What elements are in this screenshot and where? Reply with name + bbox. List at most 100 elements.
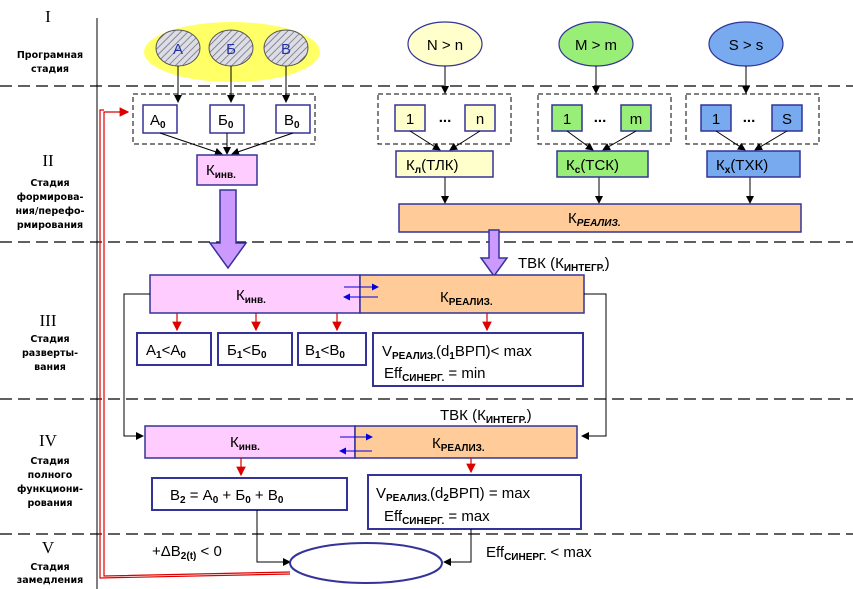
svg-text:IV: IV [39,431,58,450]
svg-text:V: V [42,538,55,557]
svg-text:разверты-: разверты- [22,348,78,359]
svg-text:Кл(ТЛК): Кл(ТЛК) [406,157,459,176]
svg-text:вания: вания [34,362,66,373]
svg-text:рования: рования [27,498,72,509]
svg-text:Стадия: Стадия [30,562,69,573]
ellipse-s: S > s [708,21,784,67]
ineq-v: В1<В0 [297,332,367,366]
svg-text:...: ... [743,109,756,126]
purple-arrow-right [479,229,509,278]
svg-text:Стадия: Стадия [30,456,69,467]
svg-text:Кинв.: Кинв. [236,287,266,306]
exchange-arrows-stage4 [339,433,373,455]
svg-text:формирова-: формирова- [17,192,84,203]
svg-text:Б: Б [226,41,236,58]
ellipse-m: M > m [558,21,634,67]
svg-text:стадия: стадия [31,64,69,75]
circle-v: В [263,29,309,67]
svg-text:А: А [173,41,183,58]
box-b0: Б0 [209,104,245,134]
v-eff-box-stage4: VРЕАЛИЗ.(d2ВРП) = max EffСИНЕРГ. = max [367,474,582,530]
purple-arrow-left [208,189,248,270]
box-a0: А0 [142,104,178,134]
svg-text:Кинв.: Кинв. [206,162,236,181]
svg-text:III: III [40,311,57,330]
svg-text:А1<А0: А1<А0 [146,342,186,361]
svg-text:Стадия: Стадия [30,178,69,189]
feedback-loop [99,107,291,579]
circle-b: Б [208,29,254,67]
k-s-box: Кс(ТСК) [556,150,649,178]
red-arrows-stage3 [172,313,492,332]
k-inv-panel-stage4: Кинв. [144,425,356,459]
stage5-connectors [256,510,472,566]
svg-text:В0: В0 [284,112,300,131]
svg-text:А0: А0 [150,112,166,131]
svg-text:N > n: N > n [427,37,463,54]
group-n [377,93,512,145]
svg-text:КРЕАЛИЗ.: КРЕАЛИЗ. [432,435,485,454]
k-l-box: Кл(ТЛК) [395,150,494,178]
svg-text:В1<В0: В1<В0 [305,342,345,361]
decline-ellipse [289,542,443,584]
svg-text:Б0: Б0 [218,112,234,131]
stage-dividers [0,85,853,535]
svg-text:VРЕАЛИЗ.(d2ВРП) = max: VРЕАЛИЗ.(d2ВРП) = max [376,485,531,504]
svg-text:I: I [45,7,51,26]
svg-text:1: 1 [712,111,720,128]
svg-text:n: n [476,111,484,128]
stage-label-4: IV Стадия полного функциони- рования [17,431,83,509]
k-real-panel-stage3: КРЕАЛИЗ. [359,274,585,314]
k-inv-box-stage2: Кинв. [196,154,258,186]
tvk-label-stage3: ТВК (КИНТЕГР.) [518,255,610,274]
group-m-content: 1 ... m [551,104,652,132]
delta-b-label: +ΔB2(t) < 0 [152,543,222,562]
svg-text:Програмная: Програмная [17,50,83,61]
group-n-content: 1 ... n [394,104,496,132]
red-arrows-stage4 [236,458,476,477]
svg-text:Стадия: Стадия [30,334,69,345]
svg-text:EffСИНЕРГ. = max: EffСИНЕРГ. = max [384,508,490,527]
svg-text:M > m: M > m [575,37,617,54]
v-eff-box-stage3: VРЕАЛИЗ.(d1ВРП)< max EffСИНЕРГ. = min [372,332,584,387]
svg-text:В2 = А0 + Б0 + В0: В2 = А0 + Б0 + В0 [170,487,284,506]
svg-text:КРЕАЛИЗ.: КРЕАЛИЗ. [568,210,621,229]
svg-text:КРЕАЛИЗ.: КРЕАЛИЗ. [440,289,493,308]
abv-group [132,93,316,145]
ineq-b: Б1<Б0 [217,332,293,366]
k-real-box-stage2: КРЕАЛИЗ. [398,203,802,233]
stage-label-2: II Стадия формирова- ния/перефо- рмирова… [16,151,85,231]
tvk-label-stage4: ТВК (КИНТЕГР.) [440,407,532,426]
ineq-a: А1<А0 [136,332,212,366]
k-inv-panel-stage3: Кинв. [149,274,361,314]
k-real-panel-stage4: КРЕАЛИЗ. [354,425,578,459]
svg-text:Кх(ТХК): Кх(ТХК) [716,157,768,176]
circle-a: А [155,29,201,67]
stage-label-3: III Стадия разверты- вания [22,311,78,373]
svg-text:Кинв.: Кинв. [230,434,260,453]
box-v0: В0 [275,104,311,134]
group-s [685,93,820,145]
svg-text:ния/перефо-: ния/перефо- [16,206,85,217]
svg-text:замедления: замедления [17,575,84,586]
eff-max-label: EffСИНЕРГ. < max [486,544,592,563]
svg-text:В: В [281,41,291,58]
group-s-content: 1 ... S [700,104,803,132]
svg-text:Б1<Б0: Б1<Б0 [227,342,267,361]
stage2-connectors [159,130,788,204]
svg-text:...: ... [594,109,607,126]
exchange-arrows-stage3 [343,283,379,301]
svg-text:полного: полного [28,470,73,481]
svg-text:S: S [782,111,792,128]
svg-text:1: 1 [406,111,414,128]
stage-label-1: I Програмная стадия [17,7,83,75]
svg-text:рмирования: рмирования [17,220,83,231]
stage-label-5: V Стадия замедления [17,538,84,586]
svg-text:1: 1 [563,111,571,128]
stage1-connectors [174,66,750,103]
side-connectors [123,293,607,440]
svg-text:VРЕАЛИЗ.(d1ВРП)< max: VРЕАЛИЗ.(d1ВРП)< max [382,343,532,362]
sum-box: В2 = А0 + Б0 + В0 [151,477,348,511]
k-x-box: Кх(ТХК) [706,150,801,178]
